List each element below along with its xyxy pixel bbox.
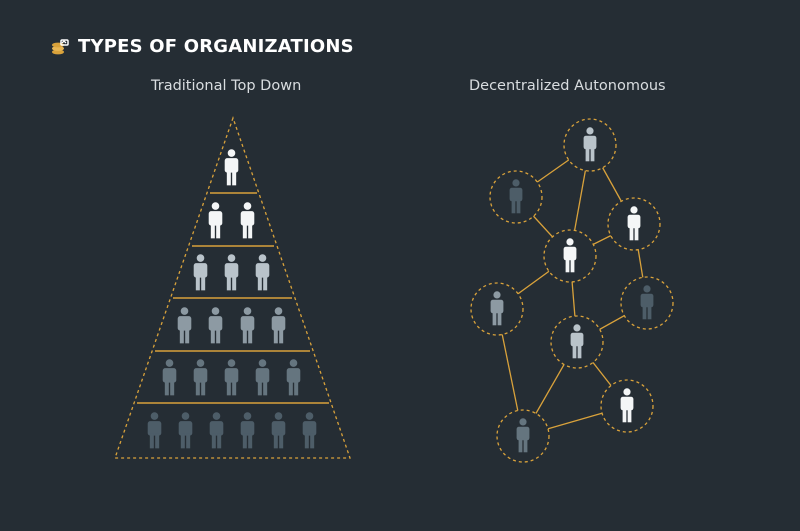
network-diagram (470, 118, 674, 463)
person-icon (209, 412, 224, 449)
person-icon (240, 307, 255, 344)
person-icon (271, 412, 286, 449)
person-icon (224, 149, 239, 186)
person-icon (162, 359, 177, 396)
coins-icon (52, 38, 69, 54)
person-icon (286, 359, 301, 396)
person-icon (177, 307, 192, 344)
person-icon (193, 254, 208, 291)
subtitle-traditional: Traditional Top Down (151, 78, 302, 94)
person-icon (178, 412, 193, 449)
person-icon (224, 359, 239, 396)
person-icon (193, 359, 208, 396)
person-icon (302, 412, 317, 449)
person-icon (240, 412, 255, 449)
person-icon (147, 412, 162, 449)
person-icon (255, 254, 270, 291)
pyramid-diagram (114, 116, 351, 459)
subtitle-decentralized: Decentralized Autonomous (469, 78, 666, 94)
person-icon (255, 359, 270, 396)
header: TYPES OF ORGANIZATIONS (50, 36, 354, 57)
pyramid-outline (114, 116, 351, 459)
person-icon (224, 254, 239, 291)
person-icon (208, 202, 223, 239)
person-icon (271, 307, 286, 344)
person-icon (208, 307, 223, 344)
person-icon (240, 202, 255, 239)
page-title: TYPES OF ORGANIZATIONS (78, 36, 354, 57)
